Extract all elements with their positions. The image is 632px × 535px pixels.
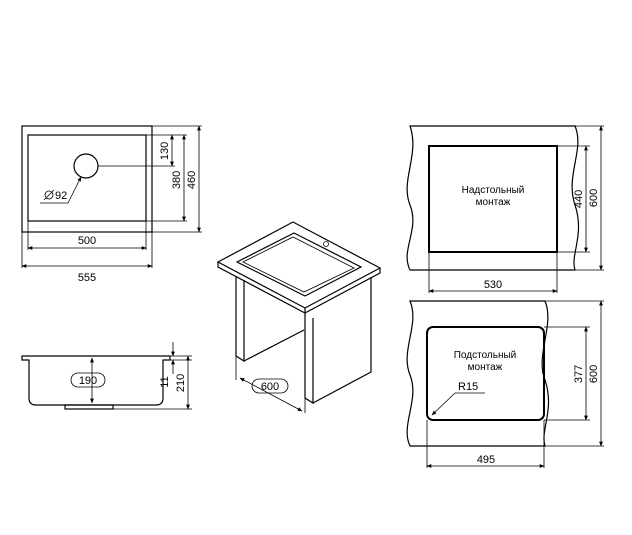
iso-cabinet-label: 600 bbox=[261, 381, 279, 393]
undermount-depth-label: 377 bbox=[573, 365, 585, 383]
cabinet-dimension-box bbox=[251, 378, 289, 394]
cabinet-left-panel bbox=[235, 276, 245, 363]
rim-label: 11 bbox=[159, 376, 171, 387]
overmount-width-label: 530 bbox=[484, 279, 502, 291]
drain-diameter-label: 92 bbox=[55, 190, 67, 202]
outer-depth-label: 460 bbox=[186, 171, 198, 189]
top-view: 92 500 555 130 380 460 bbox=[21, 125, 202, 284]
overmount-label-line1: Надстольный bbox=[462, 185, 525, 196]
cabinet-side-panel bbox=[304, 313, 314, 405]
bowl-inner-outline bbox=[27, 134, 147, 222]
bowl-top-opening bbox=[235, 232, 363, 297]
undermount-radius-label: R15 bbox=[458, 381, 478, 393]
overmount-cutout-rect bbox=[428, 145, 558, 253]
countertop-front-right bbox=[304, 268, 381, 314]
undermount-label-line1: Подстольный bbox=[454, 350, 517, 361]
drain-outlet bbox=[64, 404, 114, 410]
undermount-countertop bbox=[406, 300, 550, 447]
sink-side-profile bbox=[21, 355, 171, 406]
total-height-label: 210 bbox=[175, 374, 187, 392]
cabinet-back-panel bbox=[243, 329, 305, 362]
undermount-cutout-rect bbox=[426, 326, 545, 421]
drain-hole bbox=[73, 153, 99, 179]
cabinet-dimension-line bbox=[239, 377, 303, 412]
countertop-front-left bbox=[217, 262, 306, 314]
sink-outer-outline bbox=[21, 125, 153, 233]
bowl-depth-box bbox=[70, 372, 106, 388]
cabinet-right-panel bbox=[312, 277, 372, 404]
inner-depth-label: 380 bbox=[171, 171, 183, 189]
side-view: 190 11 210 bbox=[21, 342, 192, 410]
faucet-hole bbox=[323, 241, 329, 247]
outer-width-label: 555 bbox=[78, 272, 96, 284]
undermount-label-line2: монтаж bbox=[468, 362, 503, 373]
diameter-symbol bbox=[43, 189, 55, 201]
overmount-label-line2: монтаж bbox=[476, 197, 511, 208]
inner-width-label: 500 bbox=[78, 235, 96, 247]
undermount-width-label: 495 bbox=[477, 454, 495, 466]
overmount-cabinet-label: 600 bbox=[588, 189, 600, 207]
bowl-depth-label: 190 bbox=[79, 375, 97, 387]
undermount-cutout: Подстольный монтаж R15 495 377 600 bbox=[406, 300, 604, 468]
overmount-depth-label: 440 bbox=[573, 190, 585, 208]
undermount-cabinet-label: 600 bbox=[588, 365, 600, 383]
drain-offset-label: 130 bbox=[159, 142, 171, 160]
overmount-cutout: Надстольный монтаж 530 440 600 bbox=[406, 125, 604, 293]
iso-view: 600 bbox=[216, 221, 382, 413]
